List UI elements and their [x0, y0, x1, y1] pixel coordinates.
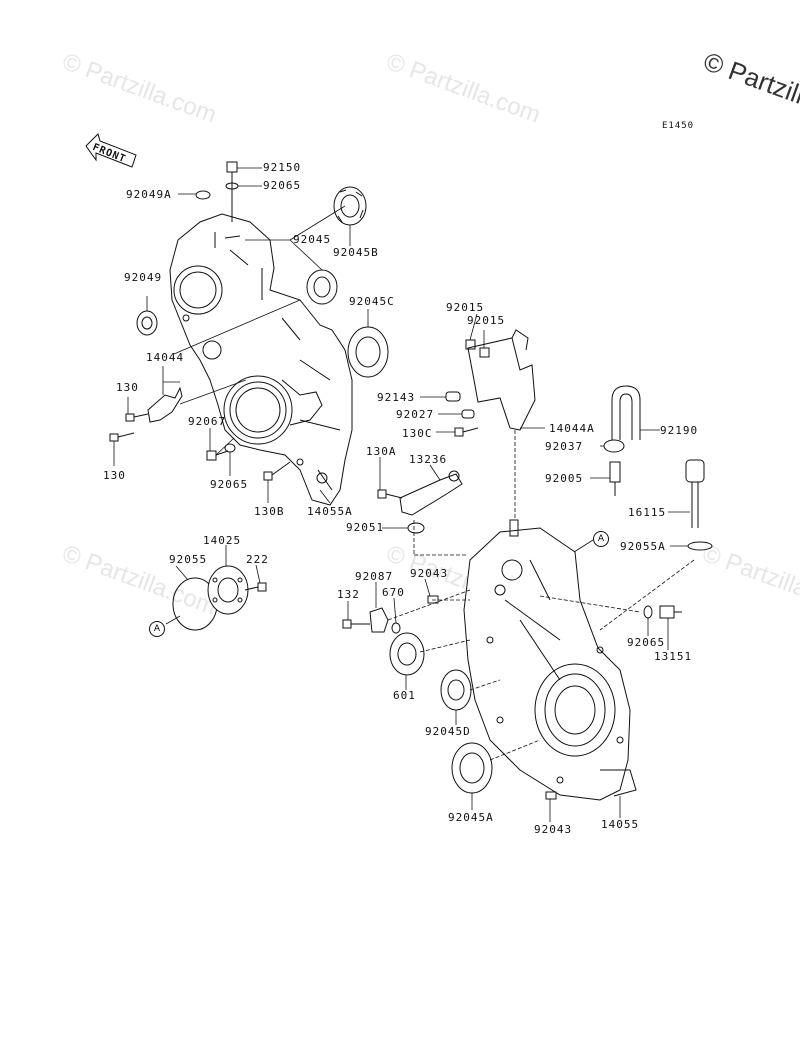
bearing-92045B: [333, 186, 367, 226]
sensor-13151: [659, 605, 682, 619]
part-label[interactable]: 92043: [410, 567, 449, 580]
bolt-92067: [206, 450, 229, 461]
part-label[interactable]: 92065: [210, 478, 249, 491]
drain-plug-92150: [226, 161, 238, 222]
part-label[interactable]: 92055: [169, 553, 208, 566]
part-label[interactable]: 92015: [446, 301, 485, 314]
part-label[interactable]: 14055A: [307, 505, 353, 518]
part-label[interactable]: 92190: [660, 424, 699, 437]
hose-92190: [611, 385, 641, 440]
part-label[interactable]: 92045B: [333, 246, 379, 259]
part-label[interactable]: 92045: [293, 233, 332, 246]
ref-marker-a-left: A: [149, 621, 165, 637]
bearing-92045: [306, 269, 338, 305]
front-arrow-icon: [85, 133, 137, 168]
clamp-92037: [603, 439, 625, 453]
part-label[interactable]: 92037: [545, 440, 584, 453]
part-label[interactable]: 14055: [601, 818, 640, 831]
washer-92051: [407, 522, 425, 534]
bolt-130C: [454, 427, 479, 437]
washer-92049A: [195, 190, 211, 200]
part-label[interactable]: 14025: [203, 534, 242, 547]
part-label[interactable]: 92067: [188, 415, 227, 428]
part-label[interactable]: 92045A: [448, 811, 494, 824]
right-crankcase-cover: [463, 527, 637, 801]
part-label[interactable]: 670: [382, 586, 405, 599]
part-label[interactable]: 92143: [377, 391, 416, 404]
part-label[interactable]: 92065: [263, 179, 302, 192]
bolt-130-upper: [125, 413, 149, 422]
o-ring-92055A: [687, 541, 713, 551]
part-label[interactable]: 92087: [355, 570, 394, 583]
diagram-code: E1450: [662, 121, 695, 131]
bolt-130-lower: [109, 432, 135, 442]
part-label[interactable]: 13151: [654, 650, 693, 663]
part-label[interactable]: 222: [246, 553, 269, 566]
bearing-601: [389, 632, 425, 676]
dowel-92043-a: [427, 595, 439, 604]
bearing-92045D: [440, 669, 472, 711]
part-label[interactable]: 92005: [545, 472, 584, 485]
collar-92143: [445, 391, 461, 402]
cover-14025: [207, 565, 249, 615]
dipstick-16115: [685, 459, 705, 528]
lever-92087: [369, 607, 389, 633]
part-label[interactable]: 92043: [534, 823, 573, 836]
part-label[interactable]: 130B: [254, 505, 285, 518]
part-label[interactable]: 130C: [402, 427, 433, 440]
ref-marker-a-right: A: [593, 531, 609, 547]
left-crankcase-housing: [169, 213, 353, 506]
part-label[interactable]: 92051: [346, 521, 385, 534]
part-label[interactable]: 601: [393, 689, 416, 702]
bearing-92045C: [347, 326, 389, 378]
part-label[interactable]: 130A: [366, 445, 397, 458]
bolt-130B: [263, 461, 291, 481]
dowel-92043-b: [545, 791, 557, 800]
pin-upper: [509, 519, 519, 537]
bracket-14044A: [467, 337, 536, 431]
bearing-92045A: [451, 742, 493, 794]
arm-13236: [399, 473, 463, 516]
fitting-92005: [609, 461, 621, 496]
part-label[interactable]: 14044: [146, 351, 185, 364]
part-label[interactable]: 92150: [263, 161, 302, 174]
part-label[interactable]: 92015: [467, 314, 506, 327]
part-label[interactable]: 92045C: [349, 295, 395, 308]
part-label[interactable]: 92049A: [126, 188, 172, 201]
part-label[interactable]: 92049: [124, 271, 163, 284]
nut-92015-b: [479, 347, 490, 358]
part-label[interactable]: 130: [103, 469, 126, 482]
oil-seal-92049: [136, 310, 158, 336]
nut-92015-a: [465, 339, 476, 350]
part-label[interactable]: 13236: [409, 453, 448, 466]
bracket-14044: [147, 386, 183, 423]
washer-92065-right: [643, 605, 653, 619]
bolt-130A: [377, 489, 403, 499]
part-label[interactable]: 92055A: [620, 540, 666, 553]
part-label[interactable]: 92027: [396, 408, 435, 421]
part-label[interactable]: 130: [116, 381, 139, 394]
collar-92027: [461, 409, 475, 419]
part-label[interactable]: 132: [337, 588, 360, 601]
bolt-132: [342, 619, 370, 629]
part-label[interactable]: 92065: [627, 636, 666, 649]
part-label[interactable]: 16115: [628, 506, 667, 519]
bolt-222: [244, 582, 267, 592]
o-ring-670: [391, 622, 401, 634]
part-label[interactable]: 92045D: [425, 725, 471, 738]
part-label[interactable]: 14044A: [549, 422, 595, 435]
